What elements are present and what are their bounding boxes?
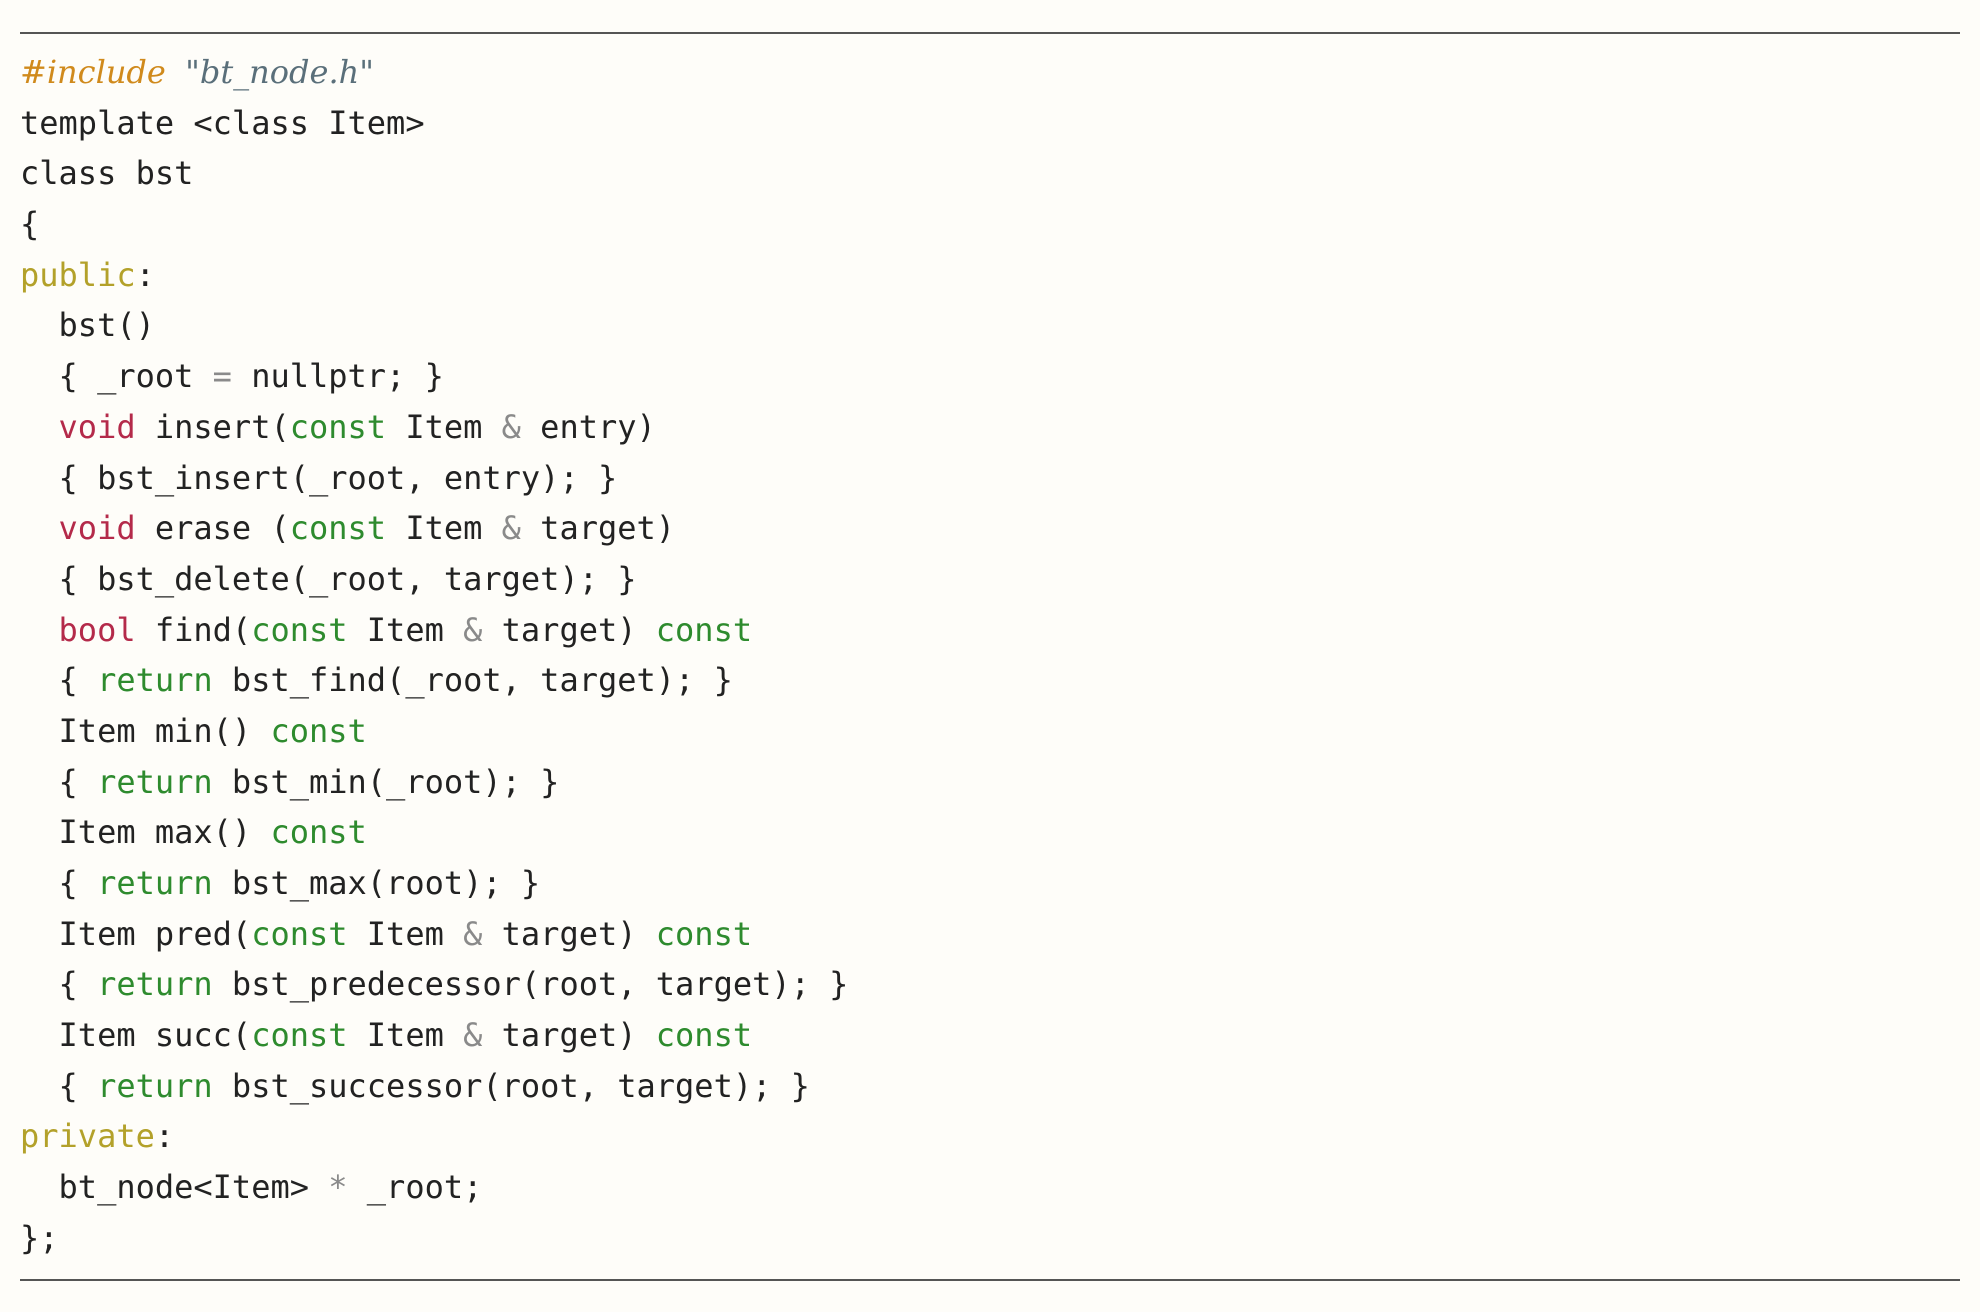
code-line: { _root = nullptr; }: [20, 351, 848, 402]
code-text: { bst_delete(_root, target); }: [20, 559, 637, 598]
code-text: insert(: [135, 407, 290, 446]
preprocessor-directive: #include: [20, 53, 166, 91]
keyword: const: [289, 407, 387, 446]
operator: &: [463, 1016, 483, 1055]
keyword: const: [270, 813, 367, 852]
code-line: { return bst_max(root); }: [20, 858, 848, 909]
code-text: {: [20, 661, 98, 700]
code-text: bst_successor(root, target); }: [212, 1066, 810, 1105]
code-text: nullptr; }: [231, 357, 444, 396]
string-literal: "bt_node.h": [185, 53, 374, 91]
operator: =: [212, 357, 232, 396]
code-line: {: [20, 199, 848, 250]
code-line: { return bst_predecessor(root, target); …: [20, 959, 849, 1010]
keyword: const: [655, 914, 753, 953]
code-line: bst(): [20, 300, 848, 351]
code-line: { bst_insert(_root, entry); }: [20, 453, 848, 504]
keyword: return: [97, 1066, 213, 1105]
code-text: { _root: [20, 357, 213, 396]
code-line: { return bst_min(_root); }: [20, 757, 848, 808]
code-text: Item: [347, 1016, 464, 1055]
access-specifier: public: [20, 255, 136, 294]
code-text: Item: [386, 407, 502, 446]
code-text: {: [20, 1066, 98, 1105]
operator: &: [463, 610, 483, 649]
code-text: bt_node<Item>: [20, 1168, 329, 1207]
keyword: const: [251, 914, 348, 953]
operator: &: [501, 509, 521, 548]
code-text: find(: [135, 610, 252, 649]
code-line: Item pred(const Item & target) const: [20, 909, 848, 960]
code-text: Item: [347, 914, 464, 953]
code-text: Item succ(: [20, 1016, 252, 1055]
code-line: class bst: [20, 148, 848, 199]
keyword: const: [655, 610, 753, 649]
code-text: Item min(): [20, 711, 271, 750]
code-text: Item max(): [20, 813, 271, 852]
keyword: return: [97, 864, 213, 902]
code-line: template <class Item>: [20, 98, 848, 149]
code-text: };: [20, 1218, 59, 1257]
code-text: [20, 408, 59, 446]
code-line: };: [20, 1213, 848, 1264]
code-text: {: [20, 965, 98, 1004]
code-block: #include "bt_node.h" template <class Item…: [20, 47, 848, 1264]
keyword: return: [97, 965, 213, 1004]
code-text: :: [135, 255, 155, 294]
code-text: [166, 53, 185, 91]
code-text: target): [520, 509, 676, 548]
code-line: { return bst_find(_root, target); }: [20, 655, 848, 706]
code-text: class bst: [20, 154, 194, 193]
keyword: return: [97, 762, 213, 801]
code-text: Item: [386, 509, 502, 548]
keyword: const: [655, 1016, 753, 1055]
code-text: {: [20, 762, 98, 801]
code-text: {: [20, 205, 40, 244]
code-text: bst_max(root); }: [212, 864, 541, 902]
code-line: bt_node<Item> * _root;: [20, 1162, 848, 1213]
code-listing: #include "bt_node.h" template <class Item…: [20, 32, 1960, 1281]
code-line: bool find(const Item & target) const: [20, 605, 848, 656]
keyword: const: [251, 610, 348, 649]
code-line: public:: [20, 250, 848, 301]
code-text: [20, 509, 59, 547]
code-line: void erase (const Item & target): [20, 503, 848, 554]
code-line: #include "bt_node.h": [20, 47, 848, 98]
code-text: target): [482, 914, 656, 953]
code-text: bst_predecessor(root, target); }: [212, 965, 849, 1004]
keyword: const: [251, 1016, 348, 1055]
code-text: bst_min(_root); }: [212, 762, 560, 801]
code-text: Item pred(: [20, 914, 252, 953]
code-text: Item: [347, 610, 464, 649]
code-text: _root;: [347, 1168, 483, 1207]
operator: *: [328, 1168, 348, 1207]
code-line: Item min() const: [20, 706, 848, 757]
keyword: const: [270, 711, 367, 750]
keyword: return: [97, 661, 213, 700]
code-line: { bst_delete(_root, target); }: [20, 554, 848, 605]
code-text: erase (: [135, 509, 290, 548]
type-keyword: void: [58, 407, 136, 446]
code-text: :: [154, 1117, 175, 1156]
code-text: target): [482, 1016, 656, 1055]
code-line: Item max() const: [20, 807, 848, 858]
type-keyword: void: [58, 509, 136, 548]
code-text: bst(): [20, 306, 155, 345]
code-line: Item succ(const Item & target) const: [20, 1010, 848, 1061]
code-line: void insert(const Item & entry): [20, 402, 848, 453]
operator: &: [501, 407, 521, 446]
operator: &: [463, 914, 483, 953]
access-specifier: private: [20, 1117, 155, 1156]
code-text: [20, 611, 59, 649]
code-text: bst_find(_root, target); }: [212, 661, 733, 700]
code-line: private:: [20, 1111, 848, 1162]
code-line: { return bst_successor(root, target); }: [20, 1061, 848, 1112]
code-text: target): [482, 610, 656, 649]
keyword: const: [289, 509, 387, 548]
code-text: { bst_insert(_root, entry); }: [20, 458, 618, 497]
type-keyword: bool: [58, 610, 136, 649]
code-text: {: [20, 864, 98, 902]
code-text: template <class Item>: [20, 103, 425, 142]
code-text: entry): [520, 407, 656, 446]
